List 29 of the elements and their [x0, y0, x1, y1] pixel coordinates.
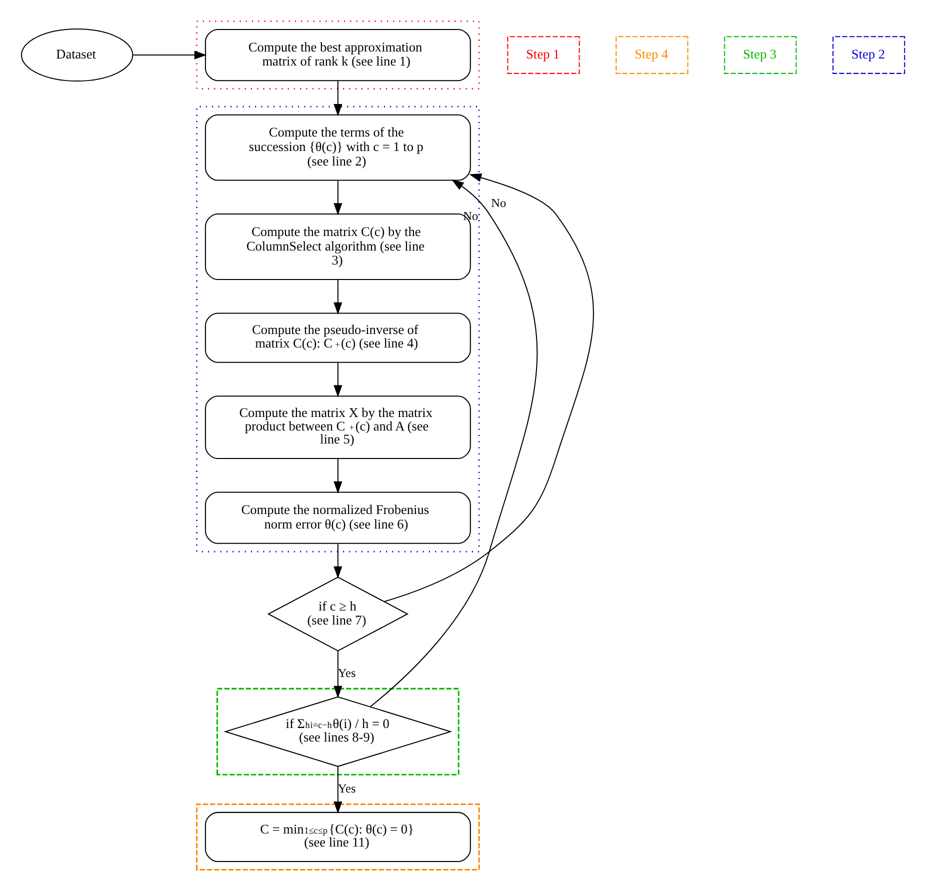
node-diamond: if c ≥ h (see line 7): [266, 576, 408, 651]
cluster: [196, 803, 480, 870]
edge-label: No: [490, 196, 506, 210]
arrow: [333, 543, 342, 578]
arrow: [333, 80, 342, 116]
arrow: [333, 279, 342, 314]
node-box: Compute the pseudo-inverse of matrix C(c): C+(c) (see line 4): [204, 312, 470, 362]
arrow: [383, 172, 594, 602]
arrow: [333, 180, 342, 215]
node-box: Compute the terms of the succession {θ(c)} with c = 1 to p (see line 2): [204, 114, 470, 180]
node-box: C = min1≤c≤p{C(c): θ(c) = 0} (see line 11): [204, 811, 470, 862]
node-box: Step 1: [506, 36, 580, 74]
cluster: [196, 20, 480, 90]
arrow: [333, 766, 342, 814]
node-box: Compute the best approximation matrix of rank k (see line 1): [204, 28, 470, 81]
node-box: Step 2: [832, 36, 905, 74]
cluster: [196, 105, 480, 552]
node-box: Step 3: [724, 36, 796, 74]
arrow: [370, 179, 538, 706]
node-box: Compute the matrix X by the matrix product between C+(c) and A (see line 5): [204, 395, 470, 459]
cluster: [216, 687, 459, 775]
node-ellipse: Dataset: [20, 28, 133, 82]
arrow: [132, 50, 206, 59]
arrow: [333, 362, 342, 397]
arrow: [333, 650, 342, 698]
arrow: [333, 458, 342, 494]
node-box: Compute the normalized Frobenius norm error θ(c) (see line 6): [204, 491, 470, 544]
node-diamond: if Σhi=c−hθ(i) / h = 0 (see lines 8-9): [223, 696, 452, 766]
node-box: Step 4: [615, 36, 688, 74]
